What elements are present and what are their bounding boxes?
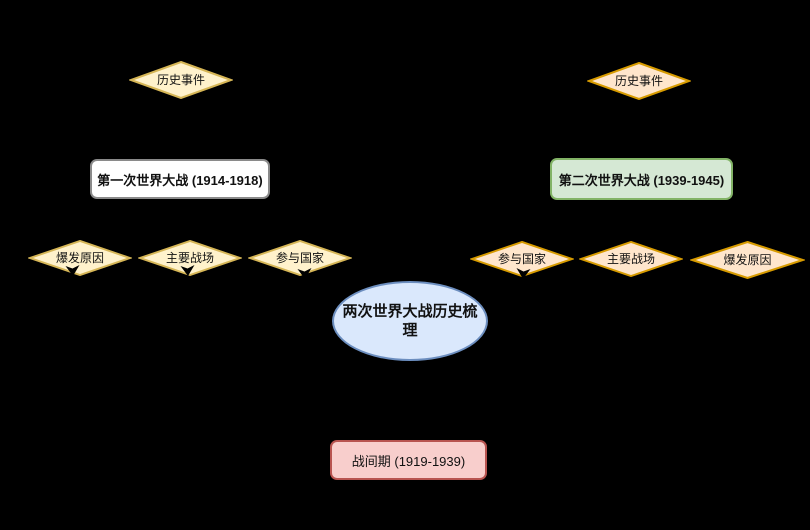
diamond-shape xyxy=(28,240,132,276)
node-ww1-countries: 参与国家 xyxy=(248,240,352,276)
node-label: 历史事件 xyxy=(156,73,205,87)
node-label: 战间期 (1919-1939) xyxy=(351,453,466,469)
node-label: 主要战场 xyxy=(606,252,655,266)
node-ww1: 第一次世界大战 (1914-1918) xyxy=(90,159,270,199)
node-label: 参与国家 xyxy=(275,251,324,265)
diamond-shape xyxy=(248,240,352,276)
arrowhead-icon xyxy=(297,268,312,279)
node-event-tag-ww1: 历史事件 xyxy=(129,61,233,99)
node-label: 两次世界大战历史梳理 xyxy=(342,302,478,340)
node-central-topic: 两次世界大战历史梳理 xyxy=(332,281,488,361)
node-ww2-battlefield: 主要战场 xyxy=(579,241,683,277)
node-ww2: 第二次世界大战 (1939-1945) xyxy=(550,158,733,200)
node-interwar: 战间期 (1919-1939) xyxy=(330,440,487,480)
diamond-shape xyxy=(579,241,683,277)
arrowhead-icon xyxy=(180,265,195,276)
node-label: 第二次世界大战 (1939-1945) xyxy=(558,172,725,188)
diamond-shape xyxy=(129,61,233,99)
arrowhead-icon xyxy=(65,265,80,276)
node-ww2-cause: 爆发原因 xyxy=(690,241,805,279)
node-ww1-cause: 爆发原因 xyxy=(28,240,132,276)
node-label: 第一次世界大战 (1914-1918) xyxy=(97,172,263,188)
diamond-shape xyxy=(690,241,805,279)
node-label: 参与国家 xyxy=(497,252,546,266)
diamond-shape xyxy=(138,240,242,276)
diamond-shape xyxy=(587,62,691,100)
arrowhead-icon xyxy=(516,268,531,279)
node-label: 爆发原因 xyxy=(723,253,772,267)
node-label: 历史事件 xyxy=(614,74,663,88)
node-ww1-battlefield: 主要战场 xyxy=(138,240,242,276)
node-label: 主要战场 xyxy=(165,251,214,265)
node-event-tag-ww2: 历史事件 xyxy=(587,62,691,100)
node-label: 爆发原因 xyxy=(55,251,104,265)
